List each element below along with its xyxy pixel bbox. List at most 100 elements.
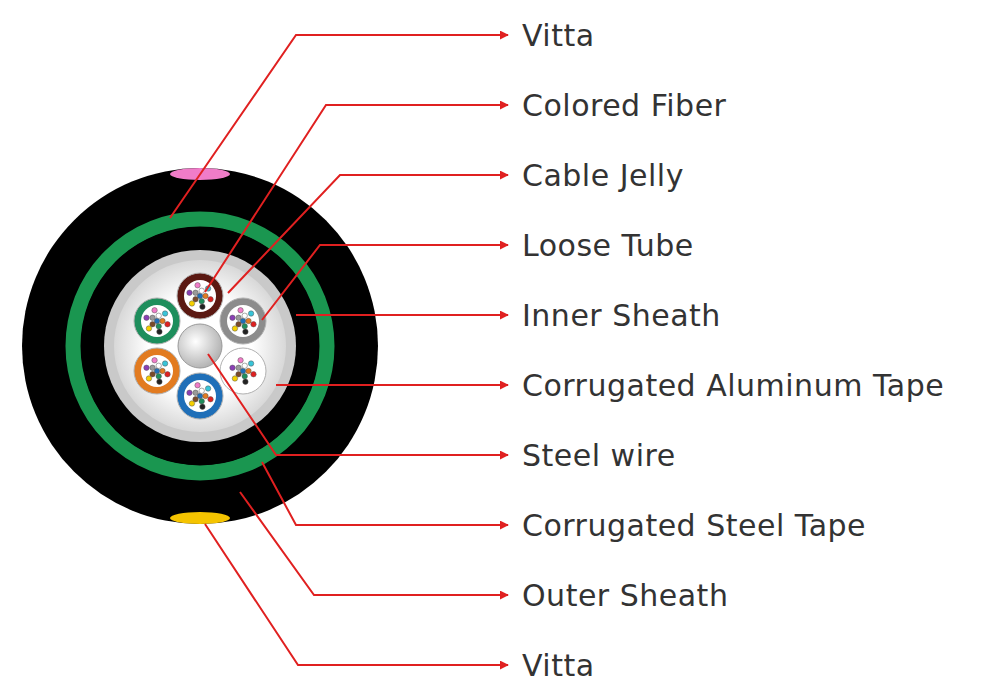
steel-wire: [178, 324, 222, 368]
cable-jelly: [114, 260, 286, 432]
tube-bore: [184, 380, 216, 412]
colored-fiber: [199, 388, 204, 393]
colored-fiber: [152, 308, 157, 313]
colored-fiber: [165, 322, 170, 327]
colored-fiber: [248, 361, 253, 366]
colored-fiber: [248, 311, 253, 316]
colored-fiber: [199, 399, 204, 404]
colored-fiber: [243, 329, 248, 334]
colored-fiber: [189, 301, 194, 306]
leader-line: [205, 105, 508, 292]
loose-tube: [134, 298, 180, 344]
loose-tube: [134, 348, 180, 394]
colored-fiber: [238, 358, 243, 363]
colored-fiber: [187, 290, 192, 295]
leader-line: [228, 175, 508, 293]
colored-fiber: [251, 322, 256, 327]
tube-bore: [184, 280, 216, 312]
part-label: Vitta: [522, 649, 595, 682]
colored-fiber: [193, 290, 198, 295]
colored-fiber: [160, 318, 165, 323]
colored-fiber: [187, 390, 192, 395]
colored-fiber: [200, 404, 205, 409]
colored-fiber: [156, 313, 161, 318]
colored-fiber: [200, 304, 205, 309]
colored-fiber: [144, 315, 149, 320]
part-label: Colored Fiber: [522, 89, 726, 122]
part-label: Cable Jelly: [522, 159, 684, 192]
colored-fiber: [156, 374, 161, 379]
colored-fiber: [157, 329, 162, 334]
loose-tube: [220, 348, 266, 394]
colored-fiber: [156, 363, 161, 368]
part-label: Inner Sheath: [522, 299, 721, 332]
part-label: Vitta: [522, 19, 595, 52]
colored-fiber: [242, 374, 247, 379]
colored-fiber: [193, 390, 198, 395]
colored-fiber: [238, 308, 243, 313]
colored-fiber: [230, 315, 235, 320]
colored-fiber: [232, 376, 237, 381]
loose-tube: [177, 373, 223, 419]
colored-fiber: [203, 393, 208, 398]
inner-sheath: [81, 227, 319, 465]
leader-lines: [170, 35, 508, 665]
leader-line: [170, 35, 508, 218]
colored-fiber: [205, 386, 210, 391]
part-label: Corrugated Aluminum Tape: [522, 369, 944, 402]
tube-bore: [141, 305, 173, 337]
colored-fiber: [144, 365, 149, 370]
colored-fiber: [152, 358, 157, 363]
aluminum-tape: [104, 250, 296, 442]
leader-line: [262, 462, 508, 525]
colored-fiber: [251, 372, 256, 377]
colored-fiber: [242, 363, 247, 368]
colored-fiber: [243, 379, 248, 384]
colored-fiber: [195, 283, 200, 288]
colored-fiber: [150, 365, 155, 370]
colored-fiber: [246, 318, 251, 323]
colored-fiber: [236, 365, 241, 370]
colored-fiber: [162, 361, 167, 366]
leader-line: [208, 354, 508, 455]
leader-line: [276, 384, 508, 386]
loose-tube: [220, 298, 266, 344]
colored-fiber: [208, 297, 213, 302]
part-label: Outer Sheath: [522, 579, 728, 612]
part-label: Corrugated Steel Tape: [522, 509, 866, 542]
leader-line: [262, 245, 508, 320]
colored-fiber: [199, 299, 204, 304]
colored-fiber: [165, 372, 170, 377]
colored-fiber: [189, 401, 194, 406]
leader-line: [240, 492, 508, 595]
colored-fiber: [230, 365, 235, 370]
part-label: Steel wire: [522, 439, 676, 472]
tube-bore: [227, 305, 259, 337]
vitta-stripe: [170, 512, 230, 524]
part-label: Loose Tube: [522, 229, 694, 262]
colored-fiber: [246, 368, 251, 373]
colored-fiber: [242, 313, 247, 318]
outer-sheath: [22, 168, 378, 524]
leader-line: [296, 314, 508, 316]
colored-fiber: [146, 326, 151, 331]
colored-fiber: [208, 397, 213, 402]
colored-fiber: [146, 376, 151, 381]
colored-fiber: [157, 379, 162, 384]
colored-fiber: [242, 324, 247, 329]
colored-fiber: [232, 326, 237, 331]
tube-bore: [227, 355, 259, 387]
colored-fiber: [150, 315, 155, 320]
loose-tubes: [134, 273, 266, 419]
colored-fiber: [195, 383, 200, 388]
colored-fiber: [160, 368, 165, 373]
tube-bore: [141, 355, 173, 387]
colored-fiber: [199, 288, 204, 293]
leader-line: [205, 524, 508, 665]
steel-tape-ring: [73, 219, 327, 473]
colored-fiber: [162, 311, 167, 316]
loose-tube: [177, 273, 223, 319]
colored-fiber: [203, 293, 208, 298]
colored-fiber: [236, 315, 241, 320]
